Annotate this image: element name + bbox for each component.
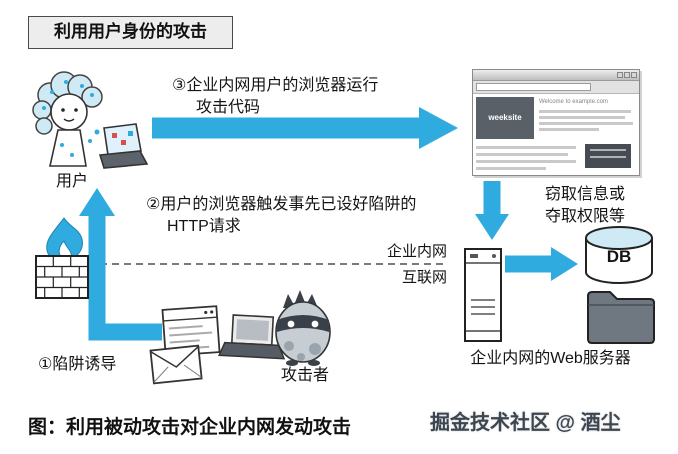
text-placeholder-bar	[539, 128, 599, 131]
result-text-line1: 窃取信息或	[545, 186, 626, 203]
folder-icon	[587, 291, 655, 344]
site-welcome-text: Welcome to example.com	[539, 99, 608, 105]
user-figure	[32, 71, 103, 167]
user-laptop-icon	[98, 123, 149, 169]
attacker-figure	[275, 290, 331, 366]
steal-info-arrow	[475, 181, 509, 240]
result-text-line2: 夺取权限等	[545, 208, 626, 225]
text-placeholder-bar	[539, 110, 631, 113]
step3-text-line2: 攻击代码	[196, 99, 261, 116]
step2-text-line2: HTTP请求	[167, 218, 241, 235]
server-to-db-arrow	[505, 247, 578, 281]
user-label: 用户	[56, 173, 89, 190]
text-placeholder-bar	[476, 153, 568, 156]
browser-address-bar	[473, 81, 639, 94]
attacker-laptop-icon	[218, 314, 286, 360]
text-placeholder-bar	[476, 167, 546, 170]
browser-window: weeksite Welcome to example.com	[472, 69, 640, 176]
intranet-label: 企业内网	[386, 243, 447, 260]
firewall	[35, 217, 89, 299]
diagram-title: 利用用户身份的攻击	[28, 16, 233, 49]
internet-label: 互联网	[401, 269, 447, 286]
text-placeholder-bar	[476, 160, 576, 163]
flame-icon	[46, 217, 83, 260]
email-icon	[149, 344, 203, 385]
text-placeholder-bar	[539, 122, 633, 125]
address-field	[476, 83, 592, 91]
watermark-text: 掘金技术社区 @ 酒尘	[430, 412, 621, 434]
text-placeholder-bar	[476, 146, 576, 149]
web-server-label: 企业内网的Web服务器	[470, 350, 631, 367]
attack-code-arrow	[152, 107, 458, 149]
browser-content: weeksite Welcome to example.com	[473, 94, 639, 175]
database-icon	[585, 226, 653, 284]
db-label: DB	[606, 247, 632, 266]
step1-label: ①陷阱诱导	[38, 356, 117, 373]
window-controls-icons	[617, 72, 637, 78]
step2-text-line1: ②用户的浏览器触发事先已设好陷阱的	[146, 196, 417, 213]
figure-caption: 图：利用被动攻击对企业内网发动攻击	[28, 417, 352, 438]
attacker-label: 攻击者	[281, 367, 330, 384]
server-icon	[464, 248, 502, 342]
content-dark-box	[585, 144, 631, 168]
browser-titlebar	[473, 70, 639, 81]
trap-arrow	[79, 188, 162, 341]
text-placeholder-bar	[539, 116, 625, 119]
site-logo-block: weeksite	[476, 97, 534, 139]
step3-text-line1: ③企业内网用户的浏览器运行	[172, 77, 379, 94]
